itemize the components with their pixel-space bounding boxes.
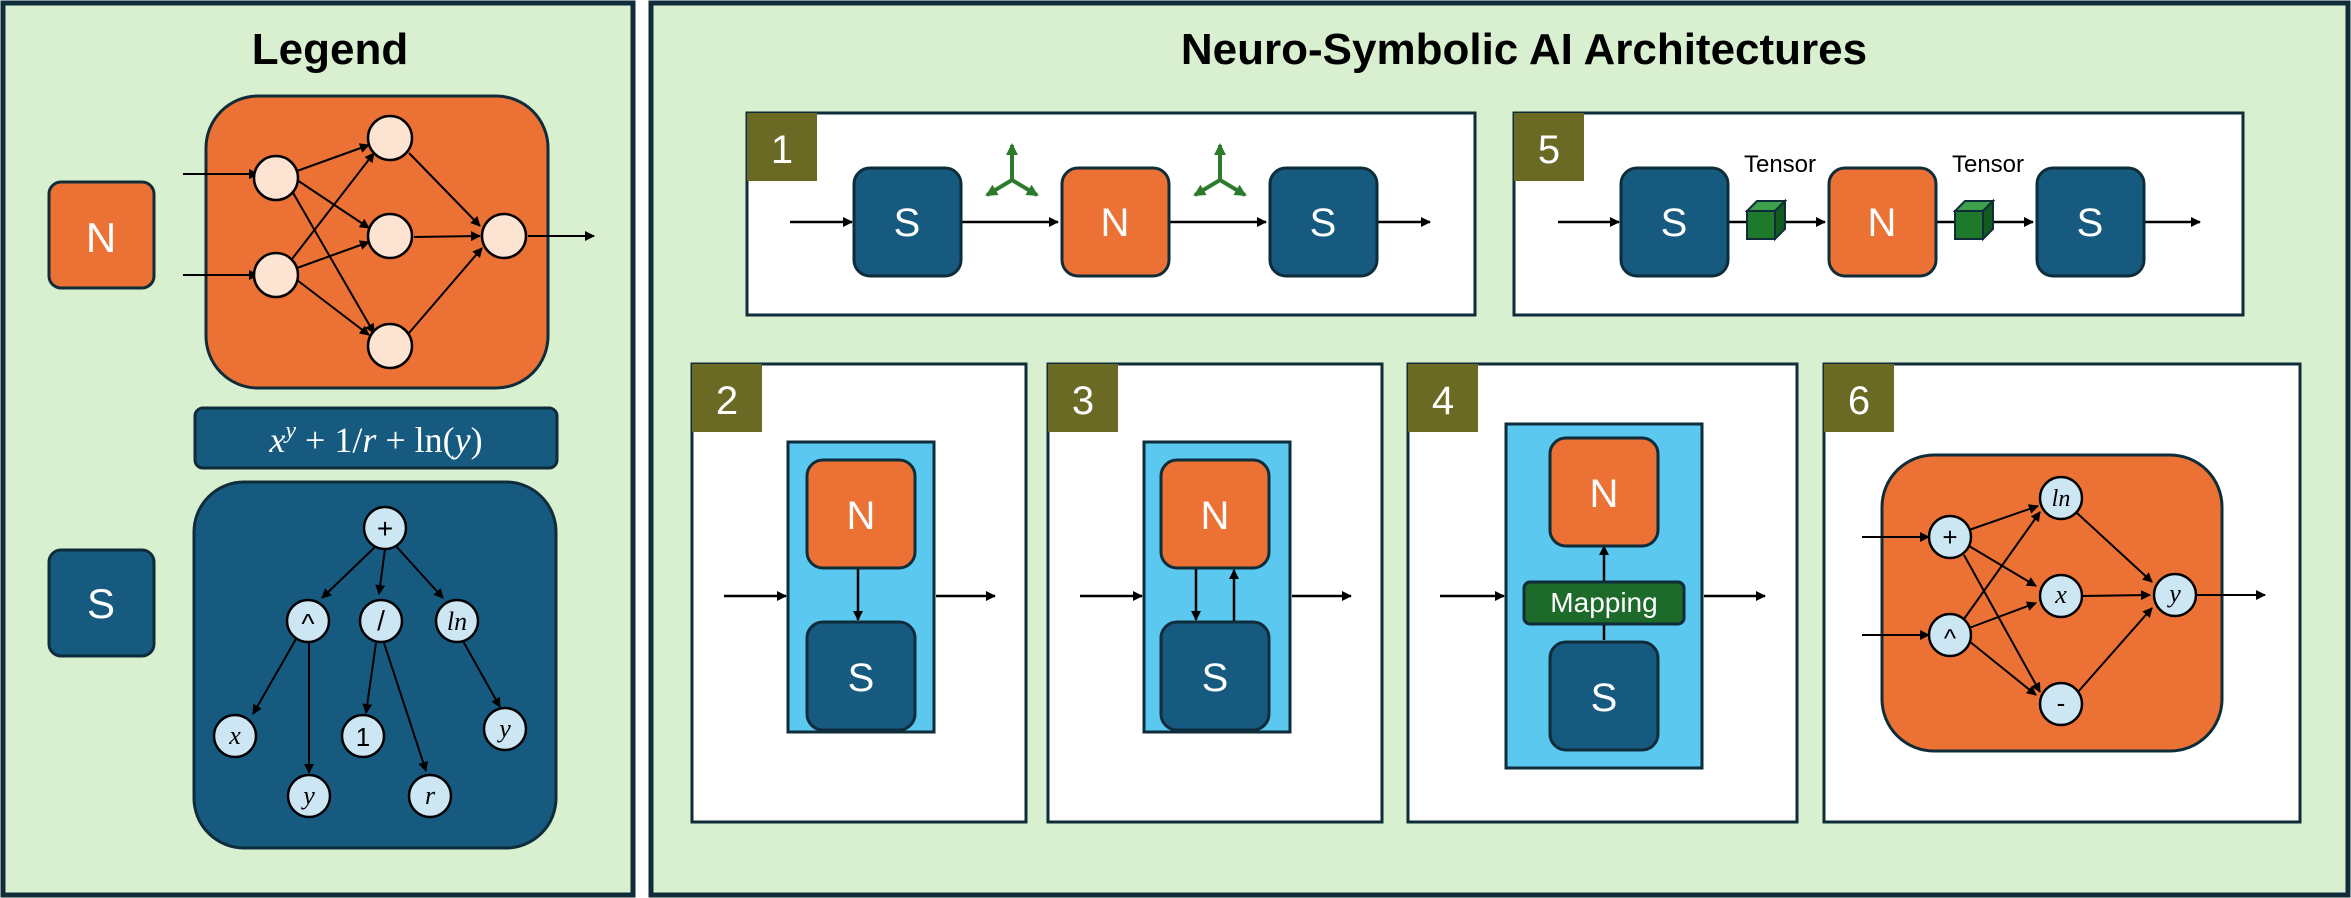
symbolic-key: S bbox=[47, 548, 156, 658]
panel-4-bottom: S bbox=[1591, 676, 1618, 720]
main-title: Neuro-Symbolic AI Architectures bbox=[1181, 25, 1867, 74]
panel-2-number: 2 bbox=[716, 379, 738, 423]
panel-2-top: N bbox=[847, 494, 876, 538]
formula-middle: + 1/ bbox=[296, 420, 362, 460]
panel-5-block-2: N bbox=[1868, 201, 1897, 245]
tensor-cube-icon bbox=[1952, 198, 1996, 242]
architecture-panel-4: 4 N Mapping S bbox=[1406, 362, 1799, 824]
panel-3-top: N bbox=[1201, 494, 1230, 538]
tree-node-y1: y bbox=[300, 781, 315, 810]
panel-5-block-3: S bbox=[2077, 201, 2104, 245]
expression-tree-illustration: + ^ / ln x y 1 r y bbox=[192, 480, 558, 850]
tree-node-y2: y bbox=[496, 714, 511, 743]
architecture-panel-2: 2 N S bbox=[690, 362, 1028, 824]
panel-5-number: 5 bbox=[1538, 128, 1560, 172]
panel-6-number: 6 bbox=[1848, 379, 1870, 423]
axes-icon bbox=[985, 143, 1039, 197]
tree-node-ln: ln bbox=[447, 607, 467, 636]
formula-close: ) bbox=[471, 420, 483, 460]
nn-node-minus: - bbox=[2057, 688, 2066, 718]
architecture-panel-3: 3 N S bbox=[1046, 362, 1384, 824]
nn-node-ln: ln bbox=[2052, 486, 2071, 512]
tree-node-pow: ^ bbox=[301, 608, 314, 639]
neural-network-illustration bbox=[183, 94, 595, 390]
architecture-panel-6: 6 bbox=[1822, 362, 2302, 824]
tree-node-plus: + bbox=[377, 513, 393, 544]
tensor-label-1: Tensor bbox=[1744, 151, 1816, 178]
nn-node-plus: + bbox=[1942, 522, 1957, 552]
tree-node-x: x bbox=[228, 721, 241, 750]
formula-plus-ln: + ln( bbox=[376, 420, 454, 460]
panel-1-block-2: N bbox=[1101, 201, 1130, 245]
architecture-panel-1: 1 S N S bbox=[745, 111, 1477, 317]
panel-2-bottom: S bbox=[848, 656, 875, 700]
tree-node-r: r bbox=[425, 781, 436, 810]
tree-node-one: 1 bbox=[356, 722, 370, 752]
nn-node-pow: ^ bbox=[1944, 623, 1957, 653]
panel-1-block-3: S bbox=[1310, 201, 1337, 245]
panel-1-number: 1 bbox=[771, 128, 793, 172]
formula-y: y bbox=[452, 420, 471, 460]
panel-4-top: N bbox=[1590, 472, 1619, 516]
panel-3-number: 3 bbox=[1072, 379, 1094, 423]
panel-4-number: 4 bbox=[1432, 379, 1454, 423]
neural-key: N bbox=[47, 180, 156, 290]
nn-node-y: y bbox=[2166, 579, 2181, 608]
formula-bar: xy + 1/r + ln(y) bbox=[193, 406, 559, 470]
tree-node-div: / bbox=[377, 605, 385, 636]
legend-title: Legend bbox=[252, 25, 408, 74]
tensor-label-2: Tensor bbox=[1952, 151, 2024, 178]
architecture-panel-5: 5 S N S Tensor Tensor bbox=[1512, 111, 2245, 317]
formula-exponent: y bbox=[283, 418, 296, 444]
nn-node-x: x bbox=[2054, 580, 2067, 609]
panel-3-bottom: S bbox=[1202, 656, 1229, 700]
neural-key-label: N bbox=[86, 214, 116, 261]
formula-r: r bbox=[362, 420, 377, 460]
formula-x: x bbox=[268, 420, 285, 460]
panel-4-mapping: Mapping bbox=[1550, 587, 1657, 618]
tensor-cube-icon bbox=[1744, 198, 1788, 242]
axes-icon bbox=[1193, 143, 1247, 197]
panel-1-block-1: S bbox=[894, 201, 921, 245]
legend-panel: Legend N bbox=[0, 0, 636, 898]
svg-text:xy + 1/r + ln(y): xy + 1/r + ln(y) bbox=[268, 418, 482, 460]
architectures-panel: Neuro-Symbolic AI Architectures 1 S N S bbox=[648, 0, 2351, 898]
panel-5-block-1: S bbox=[1661, 201, 1688, 245]
symbolic-key-label: S bbox=[87, 580, 115, 627]
